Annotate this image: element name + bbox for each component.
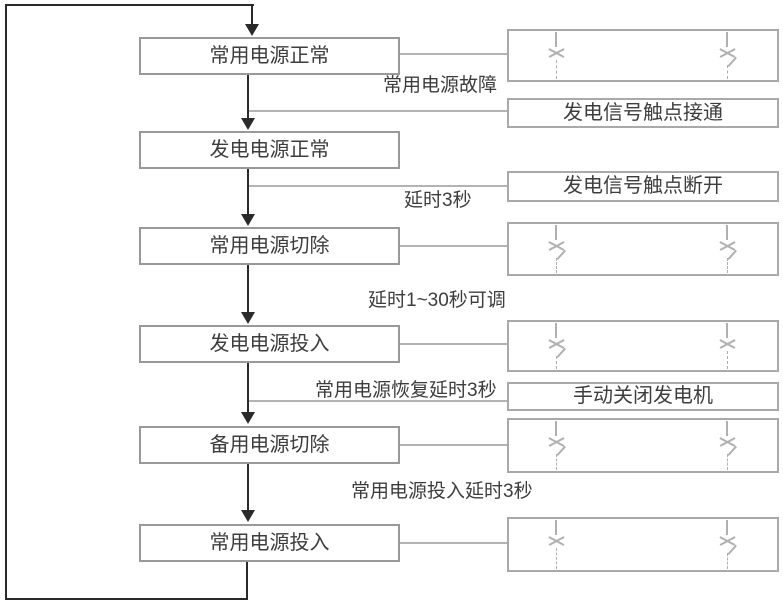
contact-x-icon <box>719 535 736 546</box>
contact-top-lead <box>726 225 728 240</box>
contacts-box-backup-cutoff <box>507 418 779 473</box>
signal-box-manual-gen-off: 手动关闭发电机 <box>507 382 779 411</box>
contact-bottom-lead <box>726 64 728 79</box>
transition-label-mains-restore-delay: 常用电源恢复延时3秒 <box>315 380 497 401</box>
contact-x-icon <box>719 338 736 349</box>
signal-box-gen-contact-close: 发电信号触点接通 <box>507 98 779 128</box>
transition-label-delay-adjustable: 延时1~30秒可调 <box>368 290 506 311</box>
contact-top-lead <box>555 520 557 535</box>
contact-bottom-lead <box>726 351 728 369</box>
contacts-box-mains-cutoff <box>507 222 779 276</box>
contact-top-lead <box>726 32 728 47</box>
gen-breaker-icon <box>715 32 739 79</box>
contacts-box-gen-on <box>507 320 779 372</box>
flow-step-backup-cutoff: 备用电源切除 <box>139 426 400 464</box>
mains-breaker-icon <box>544 323 568 369</box>
gen-breaker-icon <box>715 421 739 470</box>
flow-step-mains-cutoff: 常用电源切除 <box>139 227 400 265</box>
contact-top-lead <box>726 323 728 338</box>
connector-step1-contacts <box>400 53 507 55</box>
contact-x-icon <box>719 47 736 58</box>
contact-open-slash-icon <box>727 249 737 260</box>
contact-open-slash-icon <box>556 445 566 456</box>
contact-bottom-lead <box>555 355 557 369</box>
flow-step-mains-on: 常用电源投入 <box>139 524 400 562</box>
contacts-box-mains-on <box>507 517 779 572</box>
mains-breaker-icon <box>544 225 568 273</box>
contact-top-lead <box>726 520 728 535</box>
gen-breaker-icon <box>715 520 739 569</box>
flow-arrow-entry-icon <box>245 5 259 36</box>
flow-arrow-5-icon <box>241 464 255 522</box>
loop-line-stub <box>246 562 248 600</box>
contact-top-lead <box>555 225 557 240</box>
connector-step3-contacts <box>400 245 507 247</box>
contact-x-icon <box>548 240 565 251</box>
contact-open-slash-icon <box>556 347 566 358</box>
signal-box-gen-contact-open: 发电信号触点断开 <box>507 171 779 202</box>
transition-label-mains-fault: 常用电源故障 <box>383 75 498 96</box>
flow-step-mains-normal: 常用电源正常 <box>139 37 400 75</box>
contact-x-icon <box>548 436 565 447</box>
flow-arrow-2-icon <box>241 169 255 226</box>
transition-label-delay-3s: 延时3秒 <box>404 190 472 211</box>
mains-breaker-icon <box>544 421 568 470</box>
flow-arrow-3-icon <box>241 265 255 324</box>
contact-x-icon <box>548 535 565 546</box>
contact-top-lead <box>555 323 557 338</box>
contact-top-lead <box>555 421 557 436</box>
gen-breaker-icon <box>715 225 739 273</box>
loop-line-top <box>5 4 254 6</box>
transition-label-mains-on-delay: 常用电源投入延时3秒 <box>351 481 533 502</box>
connector-gen-contact-close <box>249 110 507 112</box>
contact-open-slash-icon <box>727 445 737 456</box>
loop-line-left <box>5 4 7 600</box>
connector-gen-contact-open <box>249 185 507 187</box>
flow-arrow-1-icon <box>241 75 255 130</box>
contact-bottom-lead <box>555 453 557 470</box>
contact-open-slash-icon <box>556 249 566 260</box>
connector-step4-contacts <box>400 343 507 345</box>
connector-step6-contacts <box>400 542 507 544</box>
flow-arrow-4-icon <box>241 363 255 424</box>
contact-x-icon <box>719 240 736 251</box>
mains-breaker-icon <box>544 32 568 79</box>
contact-x-icon <box>548 47 565 58</box>
contact-bottom-lead <box>555 548 557 569</box>
contact-bottom-lead <box>726 552 728 569</box>
contact-bottom-lead <box>555 60 557 79</box>
connector-step5-contacts <box>400 444 507 446</box>
contact-bottom-lead <box>555 257 557 273</box>
contact-open-slash-icon <box>727 56 737 67</box>
gen-breaker-icon <box>715 323 739 369</box>
contact-top-lead <box>726 421 728 436</box>
flow-step-gen-normal: 发电电源正常 <box>139 131 400 169</box>
contact-x-icon <box>719 436 736 447</box>
contacts-box-mains-normal <box>507 29 779 82</box>
contact-x-icon <box>548 338 565 349</box>
connector-manual-gen-off <box>249 400 507 402</box>
contact-bottom-lead <box>726 257 728 273</box>
contact-top-lead <box>555 32 557 47</box>
flow-step-gen-on: 发电电源投入 <box>139 325 400 363</box>
loop-line-bottom <box>5 598 248 600</box>
contact-bottom-lead <box>726 453 728 470</box>
contact-open-slash-icon <box>727 544 737 555</box>
mains-breaker-icon <box>544 520 568 569</box>
